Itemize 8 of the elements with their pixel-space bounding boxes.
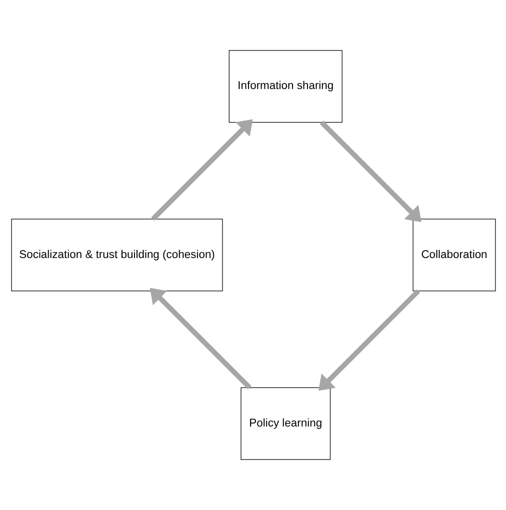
- node-box: Collaboration: [412, 218, 496, 292]
- node-box: Socialization & trust building (cohesion): [10, 218, 222, 292]
- arrow: [149, 288, 251, 390]
- node-box: Policy learning: [240, 387, 330, 460]
- arrow: [150, 119, 252, 221]
- node-box: Information sharing: [228, 50, 342, 123]
- arrow: [319, 120, 421, 222]
- arrow: [318, 289, 420, 391]
